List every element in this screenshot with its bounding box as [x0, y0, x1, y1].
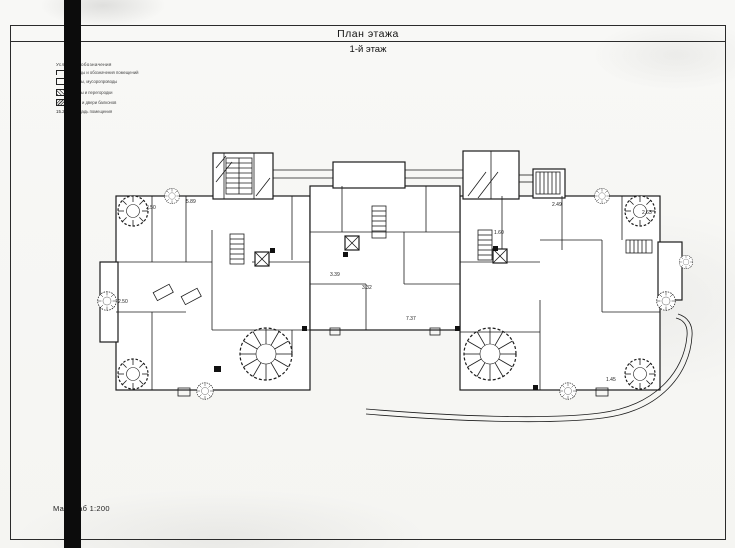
page-title: План этажа: [337, 27, 399, 40]
title-band: План этажа: [11, 26, 725, 42]
area-number-symbol: 15.2: [56, 108, 65, 114]
legend-item: 15.2 площадь помещения: [56, 108, 113, 114]
boundary-symbol-icon: [56, 70, 65, 76]
document-frame: План этажа 1-й этаж Условные обозначения…: [10, 25, 726, 540]
scan-artifact-bar: [64, 0, 81, 548]
scale-label: Масштаб 1:200: [53, 504, 110, 513]
legend: Условные обозначения границы и обозначен…: [56, 62, 196, 117]
page-subtitle: 1-й этаж: [349, 44, 387, 55]
legend-heading: Условные обозначения: [56, 62, 112, 67]
legend-item: границы и обозначения помещений: [56, 70, 196, 76]
